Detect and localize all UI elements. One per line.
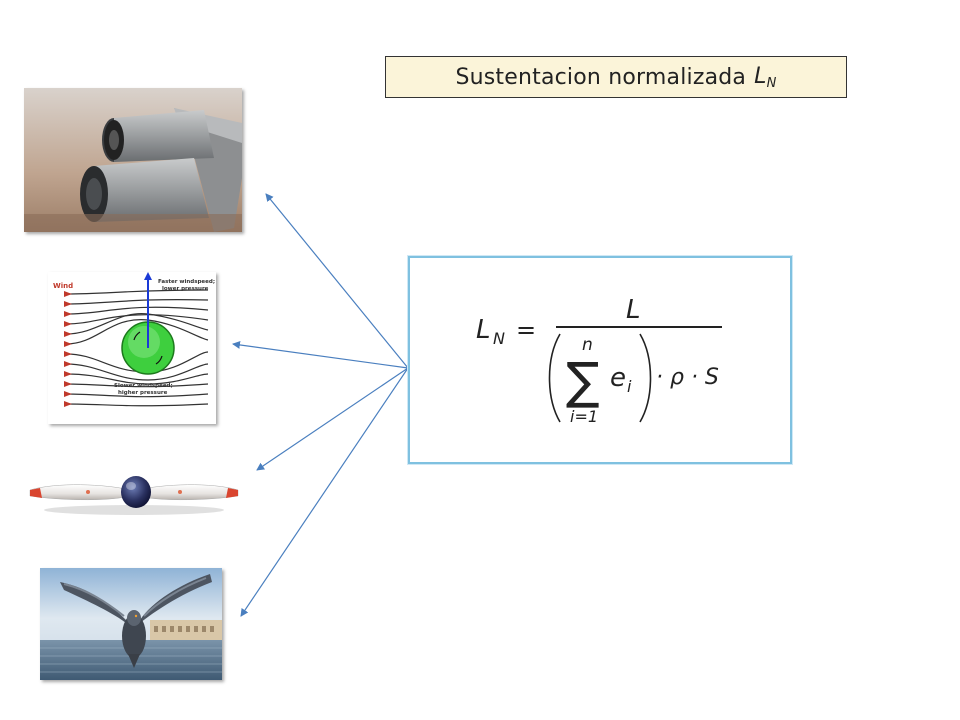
formula-panel: L N = L ∑ n i=1 e i · ρ · S: [408, 256, 792, 464]
propeller-image: [26, 468, 242, 520]
arrow-to-magnus-diagram: [232, 340, 409, 369]
sum-symbol: ∑: [566, 352, 600, 410]
title-text: Sustentacion normalizada: [455, 64, 747, 90]
right-paren: [639, 333, 652, 423]
summand-sub: i: [627, 377, 632, 396]
formula-equals: =: [516, 316, 536, 344]
arrow-to-propeller: [256, 367, 409, 471]
slower-label-1: Slower windspeed;: [114, 383, 173, 389]
faster-label-1: Faster windspeed;: [158, 279, 215, 285]
title-symbol: LN: [754, 64, 776, 91]
wind-label: Wind: [53, 282, 73, 290]
formula-lhs: L: [476, 315, 491, 345]
title-box: Sustentacion normalizada LN: [385, 56, 847, 98]
title-symbol-letter: L: [754, 63, 767, 89]
jet-engines-image: [24, 88, 242, 232]
slower-label-2: higher pressure: [118, 390, 168, 396]
left-paren: [548, 333, 561, 423]
sum-upper-limit: n: [582, 335, 593, 355]
lift-formula: L N = L ∑ n i=1 e i · ρ · S: [476, 295, 722, 426]
magnus-effect-diagram: Wind Faster windspeed; lower pressure Sl…: [48, 272, 216, 424]
summand: e: [610, 363, 626, 393]
title-symbol-sub: N: [766, 75, 777, 91]
sum-lower-limit: i=1: [570, 407, 598, 426]
formula-numerator: L: [626, 295, 641, 325]
faster-label-2: lower pressure: [162, 286, 209, 292]
arrow-to-pigeon: [240, 367, 409, 617]
arrow-to-jet-engines: [265, 193, 409, 369]
pigeon-image: [40, 568, 222, 680]
formula-tail: · ρ · S: [656, 365, 719, 390]
formula-lhs-sub: N: [493, 329, 505, 348]
